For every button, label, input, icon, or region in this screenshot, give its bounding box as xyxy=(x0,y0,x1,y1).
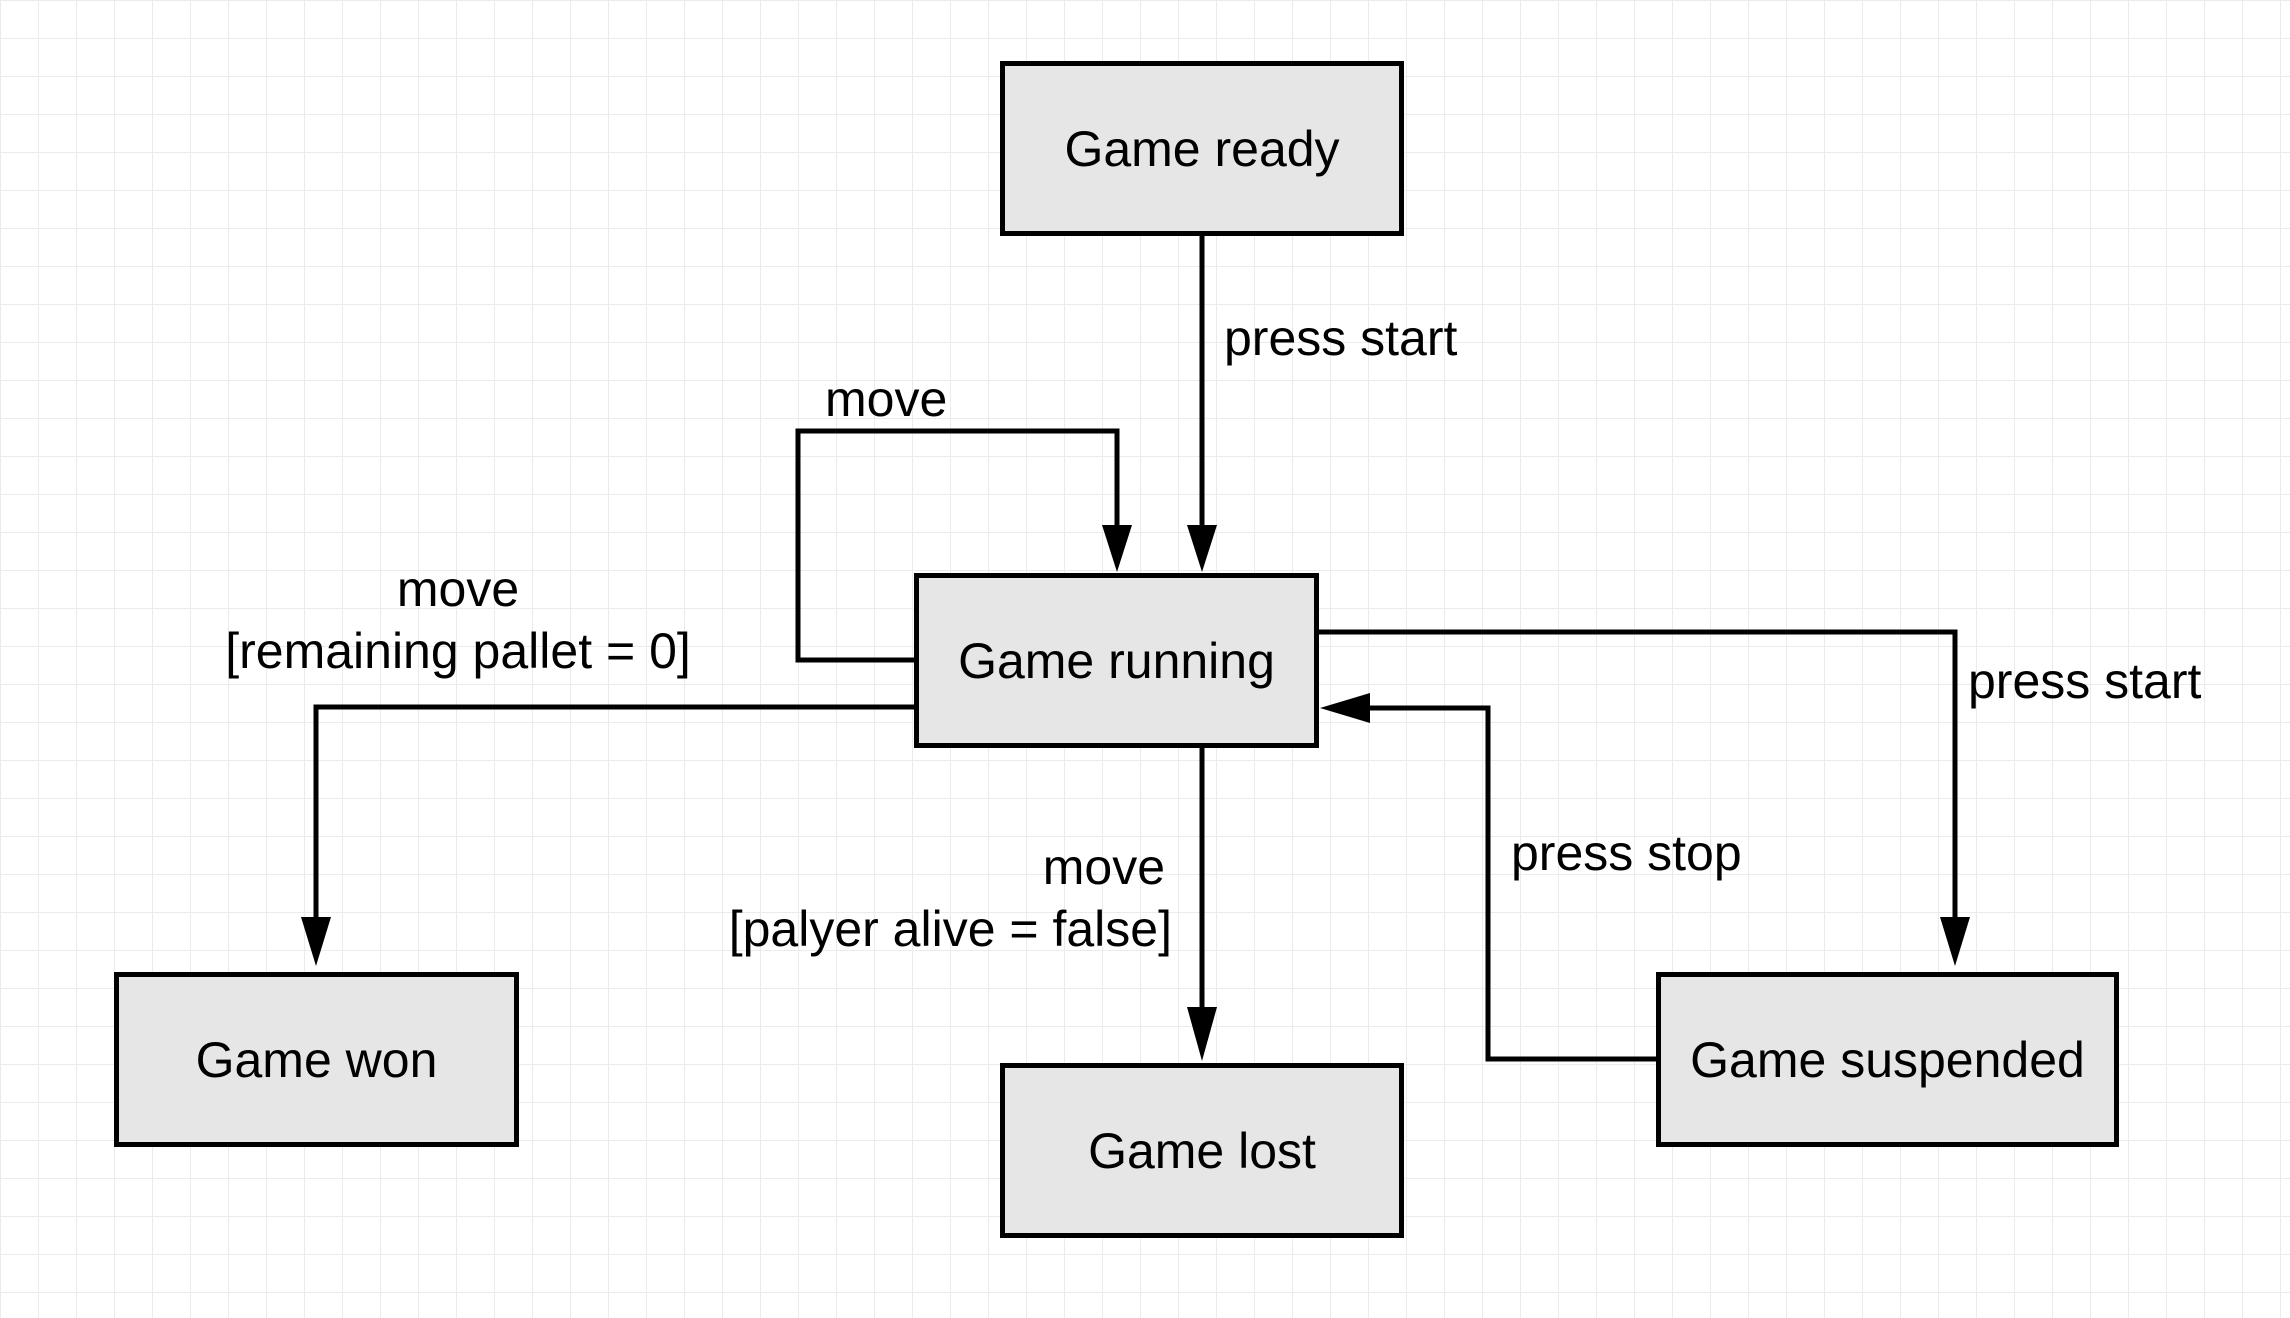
label-press-start-ready: press start xyxy=(1224,310,1458,366)
label-to-lost: move [palyer alive = false] xyxy=(729,836,1172,960)
arrowhead-to-lost xyxy=(1187,1007,1217,1061)
state-game-suspended: Game suspended xyxy=(1656,972,2119,1147)
arrowhead-to-suspended xyxy=(1940,917,1970,966)
state-game-ready: Game ready xyxy=(1000,61,1404,236)
label-self-loop-move: move xyxy=(825,371,948,427)
label-press-start-suspend: press start xyxy=(1968,653,2202,709)
label-press-stop: press stop xyxy=(1511,825,1742,881)
arrowhead-to-won xyxy=(301,917,331,966)
label-to-lost-event: move xyxy=(1042,839,1165,895)
label-to-won-event: move xyxy=(396,561,520,617)
edge-running-to-won xyxy=(313,704,916,922)
state-game-won: Game won xyxy=(114,972,519,1147)
arrowhead-self-loop xyxy=(1102,525,1132,572)
edge-suspended-to-running xyxy=(1365,705,1659,1062)
label-to-won-guard: [remaining pallet = 0] xyxy=(225,623,691,679)
arrowhead-ready-to-running xyxy=(1187,525,1217,572)
label-to-lost-guard: [palyer alive = false] xyxy=(728,901,1172,957)
state-game-lost: Game lost xyxy=(1000,1063,1404,1238)
edge-running-to-suspended xyxy=(1317,629,1958,922)
state-game-running: Game running xyxy=(914,573,1319,748)
arrowhead-to-running-from-suspended xyxy=(1320,693,1370,723)
label-to-won: move [remaining pallet = 0] xyxy=(225,558,691,682)
edge-self-loop xyxy=(795,428,1120,663)
